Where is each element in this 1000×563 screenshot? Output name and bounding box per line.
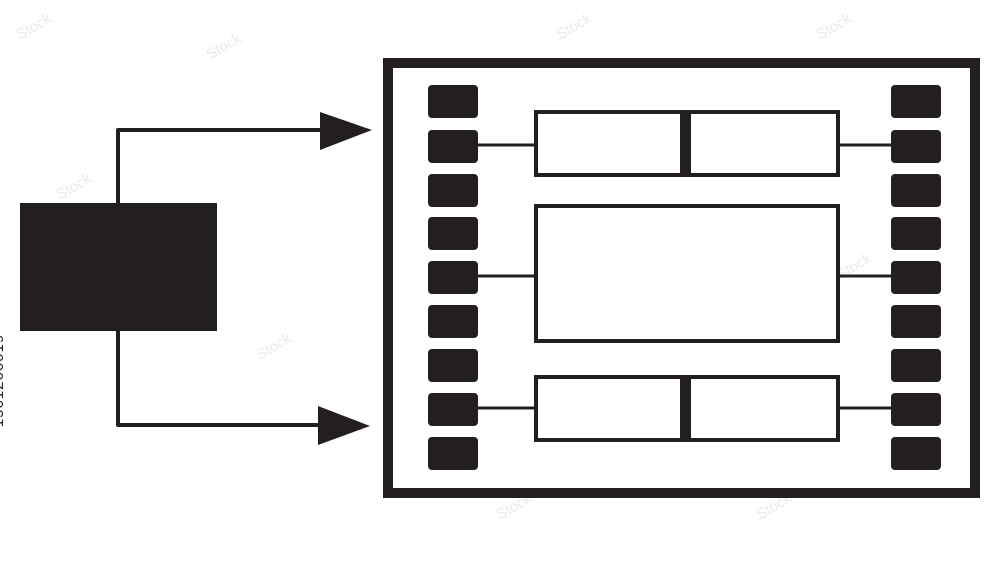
- right-pin: [891, 261, 941, 294]
- left-pin: [428, 130, 478, 163]
- left-pin: [428, 393, 478, 426]
- svg-text:Stock: Stock: [814, 10, 855, 44]
- left-pin: [428, 85, 478, 118]
- left-pin: [428, 349, 478, 382]
- bottom-split-component: [534, 375, 840, 442]
- right-pin: [891, 130, 941, 163]
- component-divider: [680, 377, 691, 440]
- left-pin: [428, 174, 478, 207]
- top-split-component: [534, 110, 840, 177]
- component-divider: [680, 112, 691, 175]
- board-outline: [383, 58, 980, 498]
- right-pin: [891, 217, 941, 250]
- right-pin: [891, 85, 941, 118]
- right-pin: [891, 174, 941, 207]
- left-pin: [428, 305, 478, 338]
- traces: [478, 143, 891, 410]
- connector-arrows: [116, 128, 326, 427]
- left-pin: [428, 217, 478, 250]
- source-block: [20, 203, 217, 331]
- watermark-id-text: 1561266019: [0, 333, 8, 428]
- lower-connector-line: [116, 331, 326, 427]
- left-pin: [428, 261, 478, 294]
- left-pin-column: [428, 85, 478, 470]
- svg-text:Stock: Stock: [54, 170, 95, 204]
- right-pin-column: [891, 85, 941, 470]
- svg-text:Stock: Stock: [204, 30, 245, 64]
- svg-text:Stock: Stock: [254, 330, 295, 364]
- upper-arrowhead: [320, 112, 372, 150]
- lower-arrowhead: [318, 406, 370, 445]
- right-pin: [891, 349, 941, 382]
- middle-component: [534, 204, 840, 343]
- svg-text:Stock: Stock: [554, 10, 595, 44]
- svg-text:Stock: Stock: [14, 10, 55, 44]
- left-pin: [428, 437, 478, 470]
- right-pin: [891, 393, 941, 426]
- right-pin: [891, 437, 941, 470]
- right-pin: [891, 305, 941, 338]
- upper-connector-line: [116, 128, 326, 203]
